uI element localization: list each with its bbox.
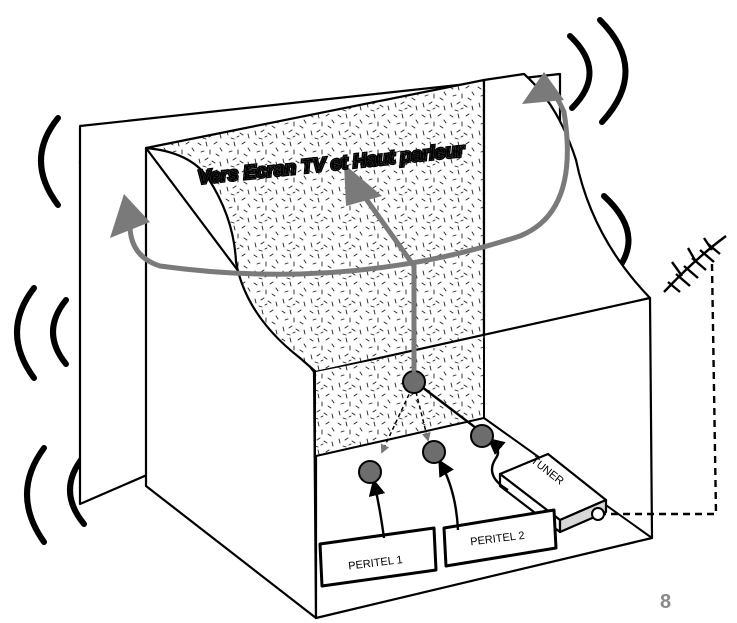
page-number: 8 xyxy=(660,591,671,613)
peritel1-box xyxy=(318,526,438,588)
arrow-head-right-icon xyxy=(522,72,564,104)
tv-cabinet xyxy=(78,72,654,620)
node-tuner xyxy=(470,424,494,448)
output-arrows xyxy=(127,83,570,373)
node-peritel2 xyxy=(422,440,446,464)
screen-speckled-area xyxy=(144,78,486,374)
antenna-cable xyxy=(602,263,718,516)
arrow-head-up-icon xyxy=(344,164,382,206)
arrow-head-left-icon xyxy=(110,194,150,238)
node-selector xyxy=(402,370,426,394)
antenna-icon xyxy=(663,235,727,293)
signal-nodes xyxy=(358,370,494,484)
input-signal-arrows xyxy=(368,383,509,539)
tuner-antenna-socket-icon xyxy=(591,507,605,521)
peritel2-box xyxy=(442,508,558,568)
output-arrow-heads xyxy=(110,72,564,238)
node-peritel1 xyxy=(358,460,382,484)
selector-arrows xyxy=(380,387,431,454)
right-curved-panel xyxy=(482,72,652,340)
